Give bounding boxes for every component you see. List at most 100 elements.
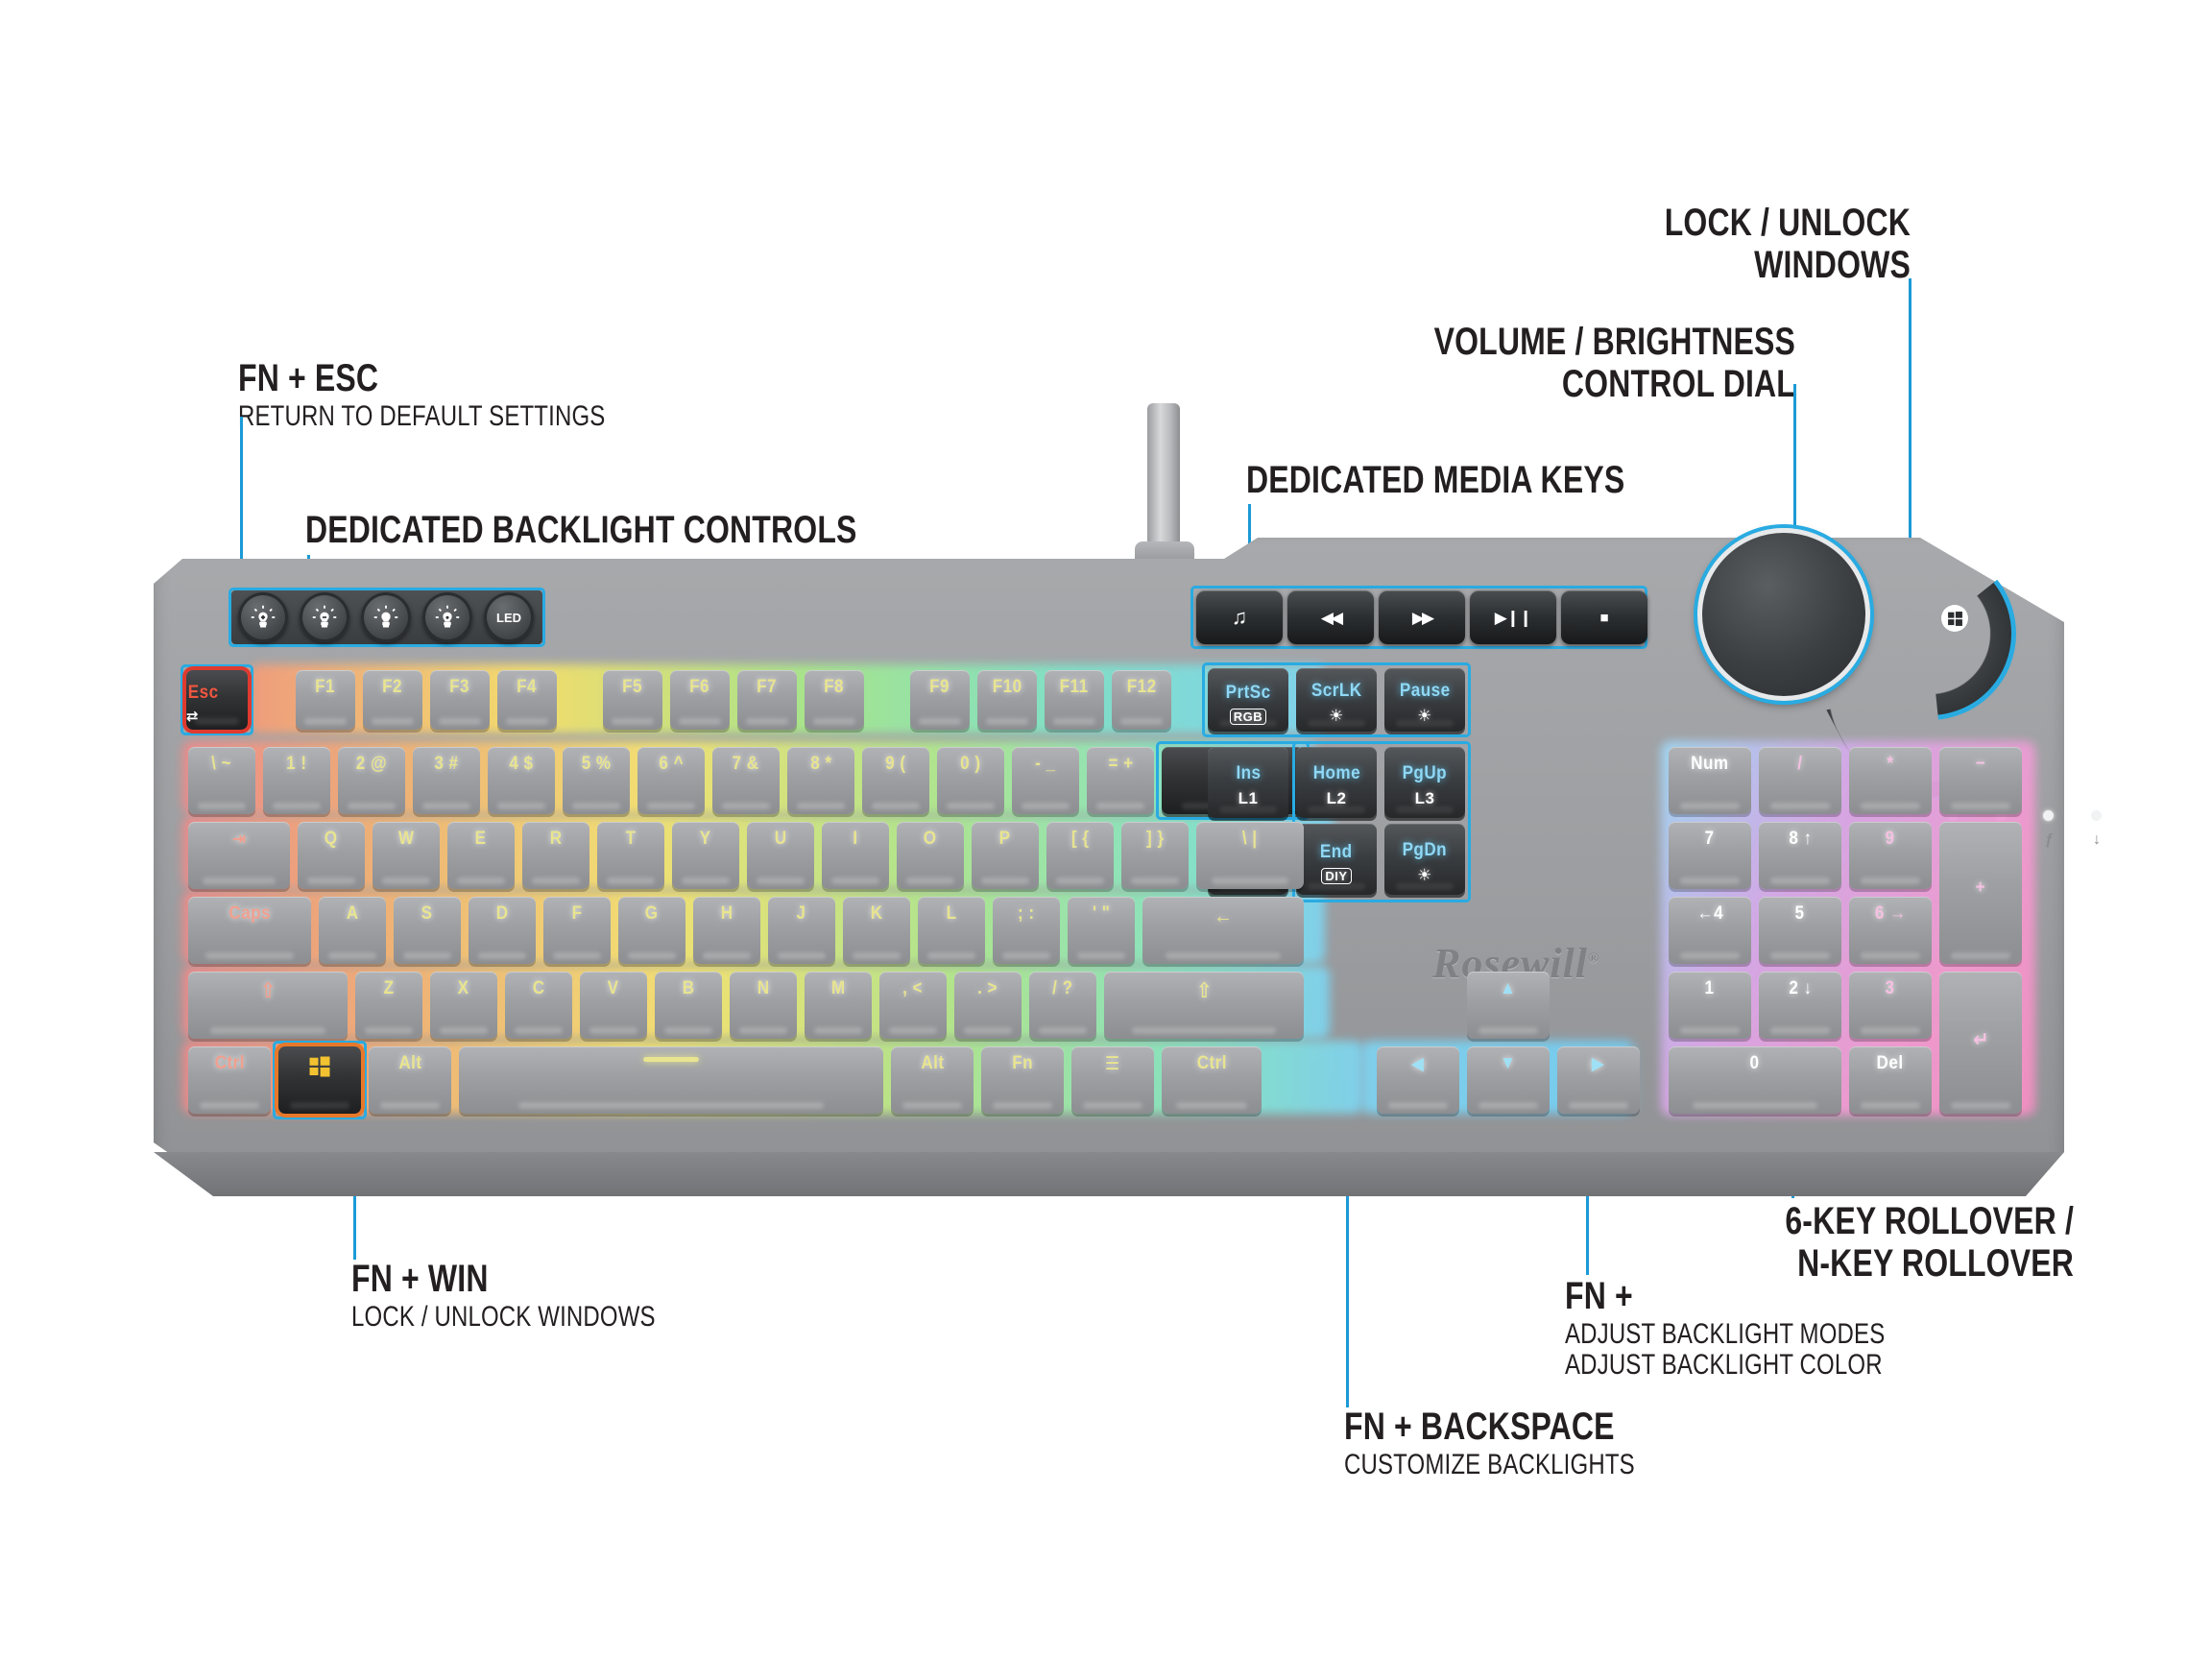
- key-f10[interactable]: F10: [977, 670, 1037, 730]
- key-f12[interactable]: F12: [1112, 670, 1171, 730]
- key-2[interactable]: 2 @: [338, 747, 405, 814]
- key-o[interactable]: O: [897, 822, 964, 889]
- key-6[interactable]: 6 ^: [637, 747, 705, 814]
- key-esc[interactable]: Esc ⇄: [186, 670, 248, 730]
- key-pgup[interactable]: PgUp L3: [1384, 747, 1465, 818]
- key-f6[interactable]: F6: [670, 670, 730, 730]
- key-f11[interactable]: F11: [1045, 670, 1104, 730]
- key-v[interactable]: V: [580, 972, 647, 1039]
- key-arrow-left[interactable]: ◀: [1377, 1046, 1459, 1114]
- key-5[interactable]: 5 %: [563, 747, 630, 814]
- key-scrlk[interactable]: ScrLK ☀: [1296, 668, 1377, 732]
- key-alt-left[interactable]: Alt: [369, 1046, 451, 1114]
- key-n[interactable]: N: [730, 972, 797, 1039]
- key-semicolon[interactable]: ; :: [993, 897, 1060, 964]
- backlight-color-icon[interactable]: [422, 592, 472, 642]
- key-np-plus[interactable]: +: [1939, 822, 2022, 964]
- key-fn[interactable]: Fn: [981, 1046, 1064, 1114]
- key-menu[interactable]: ☰: [1071, 1046, 1154, 1114]
- key-np-multiply[interactable]: *: [1849, 747, 1932, 814]
- key-1[interactable]: 1 !: [263, 747, 330, 814]
- key-tab[interactable]: ⇥: [188, 822, 290, 889]
- key-e[interactable]: E: [447, 822, 515, 889]
- key-bracket-left[interactable]: [ {: [1046, 822, 1114, 889]
- key-3[interactable]: 3 #: [413, 747, 480, 814]
- backlight-mode-icon[interactable]: [361, 592, 411, 642]
- key-slash[interactable]: / ?: [1029, 972, 1096, 1039]
- key-alt-right[interactable]: Alt: [891, 1046, 974, 1114]
- key-minus[interactable]: - _: [1012, 747, 1079, 814]
- key-np-0[interactable]: 0: [1669, 1046, 1841, 1114]
- key-a[interactable]: A: [319, 897, 386, 964]
- key-q[interactable]: Q: [298, 822, 365, 889]
- key-quote[interactable]: ' ": [1068, 897, 1135, 964]
- key-comma[interactable]: , <: [879, 972, 947, 1039]
- key-r[interactable]: R: [522, 822, 589, 889]
- key-pause[interactable]: Pause ☀: [1384, 668, 1465, 732]
- brightness-up-icon[interactable]: [238, 592, 288, 642]
- key-period[interactable]: . >: [954, 972, 1022, 1039]
- key-f8[interactable]: F8: [805, 670, 864, 730]
- key-j[interactable]: J: [768, 897, 835, 964]
- key-ins[interactable]: Ins L1: [1208, 747, 1288, 818]
- brightness-down-icon[interactable]: [300, 592, 349, 642]
- key-prtsc[interactable]: PrtSc RGB: [1208, 668, 1288, 732]
- key-np-8[interactable]: 8 ↑: [1759, 822, 1841, 889]
- key-8[interactable]: 8 *: [787, 747, 854, 814]
- key-np-6[interactable]: 6 →: [1849, 897, 1932, 964]
- key-numlock[interactable]: Num: [1669, 747, 1751, 814]
- key-space[interactable]: [459, 1046, 883, 1114]
- key-k[interactable]: K: [843, 897, 910, 964]
- key-m[interactable]: M: [805, 972, 872, 1039]
- key-np-minus[interactable]: −: [1939, 747, 2022, 814]
- key-f9[interactable]: F9: [910, 670, 970, 730]
- key-np-del[interactable]: Del: [1849, 1046, 1932, 1114]
- key-np-7[interactable]: 7: [1669, 822, 1751, 889]
- led-toggle-icon[interactable]: LED: [484, 592, 534, 642]
- key-4[interactable]: 4 $: [488, 747, 555, 814]
- key-pgdn[interactable]: PgDn ☀: [1384, 824, 1465, 895]
- key-h[interactable]: H: [693, 897, 760, 964]
- key-f[interactable]: F: [543, 897, 611, 964]
- key-u[interactable]: U: [747, 822, 814, 889]
- key-backslash[interactable]: \ |: [1196, 822, 1304, 889]
- key-t[interactable]: T: [597, 822, 664, 889]
- key-enter[interactable]: ←: [1142, 897, 1304, 964]
- key-y[interactable]: Y: [672, 822, 739, 889]
- key-np-divide[interactable]: /: [1759, 747, 1841, 814]
- key-f2[interactable]: F2: [363, 670, 422, 730]
- key-home[interactable]: Home L2: [1296, 747, 1377, 818]
- key-bracket-right[interactable]: ] }: [1121, 822, 1189, 889]
- key-l[interactable]: L: [918, 897, 985, 964]
- key-backtick[interactable]: \ ~: [188, 747, 255, 814]
- key-f1[interactable]: F1: [296, 670, 355, 730]
- key-np-1[interactable]: 1: [1669, 972, 1751, 1039]
- key-p[interactable]: P: [972, 822, 1039, 889]
- key-f3[interactable]: F3: [430, 670, 490, 730]
- key-9[interactable]: 9 (: [862, 747, 929, 814]
- key-np-2[interactable]: 2 ↓: [1759, 972, 1841, 1039]
- key-arrow-right[interactable]: ▶: [1557, 1046, 1640, 1114]
- key-np-3[interactable]: 3: [1849, 972, 1932, 1039]
- key-windows[interactable]: [278, 1046, 361, 1114]
- key-np-5[interactable]: 5: [1759, 897, 1841, 964]
- fast-forward-icon[interactable]: ▶▶: [1379, 590, 1465, 644]
- key-np-9[interactable]: 9: [1849, 822, 1932, 889]
- key-end[interactable]: End DIY: [1296, 824, 1377, 895]
- key-f7[interactable]: F7: [737, 670, 797, 730]
- key-equals[interactable]: = +: [1087, 747, 1154, 814]
- key-i[interactable]: I: [822, 822, 889, 889]
- key-w[interactable]: W: [373, 822, 440, 889]
- key-np-enter[interactable]: ↵: [1939, 972, 2022, 1114]
- key-g[interactable]: G: [618, 897, 685, 964]
- key-ctrl-right[interactable]: Ctrl: [1162, 1046, 1262, 1114]
- key-f4[interactable]: F4: [497, 670, 557, 730]
- key-7[interactable]: 7 &: [712, 747, 780, 814]
- play-pause-icon[interactable]: ▶❙❙: [1470, 590, 1556, 644]
- music-note-icon[interactable]: ♫: [1196, 590, 1283, 644]
- key-z[interactable]: Z: [355, 972, 422, 1039]
- rewind-icon[interactable]: ◀◀: [1287, 590, 1374, 644]
- key-f5[interactable]: F5: [603, 670, 662, 730]
- key-shift-left[interactable]: ⇧: [188, 972, 348, 1039]
- key-ctrl-left[interactable]: Ctrl: [188, 1046, 271, 1114]
